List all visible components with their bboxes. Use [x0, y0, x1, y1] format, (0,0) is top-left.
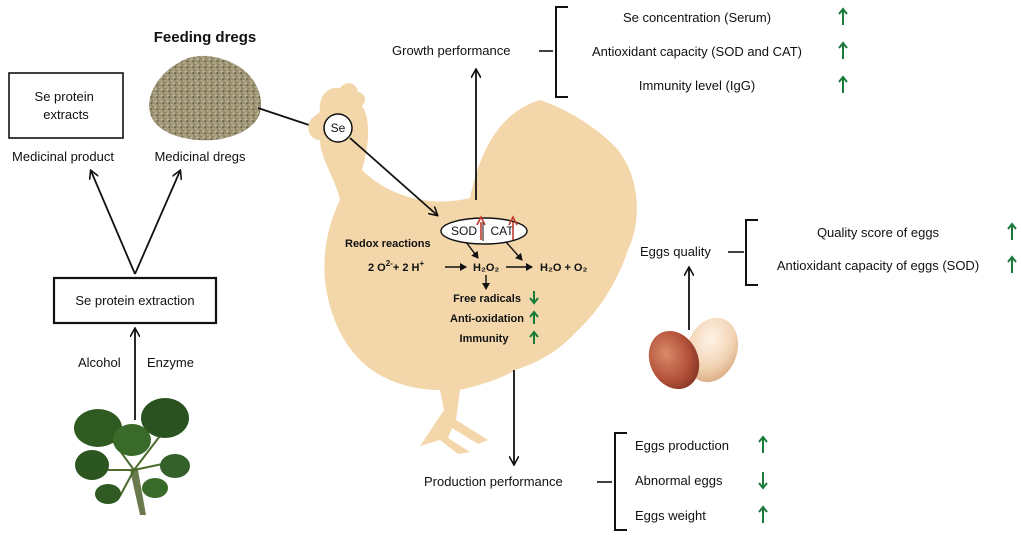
alcohol-label: Alcohol	[78, 355, 121, 370]
growth-items: Se concentration (Serum) Antioxidant capa…	[592, 7, 848, 93]
growth-up-arrow-icon	[838, 41, 848, 59]
growth-up-arrow-icon	[838, 75, 848, 93]
sod-cat-oval	[440, 217, 528, 245]
eggs-quality-up-arrow-icon	[1007, 255, 1017, 273]
h2o2-label: H₂O₂	[473, 262, 499, 274]
production-item-label: Eggs weight	[635, 508, 706, 523]
h2o-o2-label: H₂O + O₂	[540, 262, 587, 274]
eq-o2-charge: 2-	[386, 259, 393, 268]
hen-effect-down-arrow-icon	[529, 291, 539, 305]
growth-up-arrow-icon	[838, 7, 848, 25]
eggs-image	[648, 317, 739, 390]
hen-effect-arrows	[529, 291, 539, 344]
growth-performance-title: Growth performance	[392, 43, 511, 58]
redox-reactions-label: Redox reactions	[345, 238, 431, 250]
se-protein-extracts-label: Se protein extracts	[35, 89, 98, 122]
growth-bracket	[555, 6, 568, 98]
immunity-label: Immunity	[460, 333, 510, 345]
production-up-arrow-icon	[758, 505, 768, 523]
eggs-quality-item-label: Antioxidant capacity of eggs (SOD)	[777, 258, 979, 273]
redox-equation-left: 2 O2-+ 2 H+	[368, 259, 424, 274]
growth-item-label: Antioxidant capacity (SOD and CAT)	[592, 44, 802, 59]
growth-item-label: Se concentration (Serum)	[623, 10, 771, 25]
eggs-quality-bracket	[745, 219, 758, 286]
arrow-enzyme-to-h2o2	[465, 241, 479, 259]
production-performance-title: Production performance	[424, 474, 563, 489]
production-item-label: Abnormal eggs	[635, 473, 723, 488]
feeding-dregs-title: Feeding dregs	[154, 29, 257, 46]
sod-label: SOD	[451, 224, 477, 238]
enzyme-label: Enzyme	[147, 355, 194, 370]
eggs-quality-up-arrow-icon	[1007, 222, 1017, 240]
hen-silhouette	[308, 83, 637, 454]
cat-up-red-arrowhead	[508, 215, 518, 226]
production-item-label: Eggs production	[635, 438, 729, 453]
production-bracket	[614, 432, 627, 531]
plant-image	[74, 398, 190, 515]
se-circle	[323, 113, 353, 143]
production-up-arrow-icon	[758, 435, 768, 453]
eq-h-charge: +	[419, 259, 424, 268]
extracts-line-1: Se protein	[35, 89, 94, 104]
se-protein-extracts-box	[8, 72, 124, 139]
eq-h: + 2 H	[393, 262, 420, 274]
eggs-quality-title: Eggs quality	[640, 244, 711, 259]
se-circle-label: Se	[331, 121, 346, 135]
feeding-dregs-image	[149, 55, 262, 141]
sod-up-red-arrowhead	[476, 215, 486, 226]
arrow-se-to-enzymes	[349, 137, 437, 215]
free-radicals-label: Free radicals	[453, 293, 521, 305]
arrow-enzyme-to-products	[505, 241, 523, 261]
hen-effect-up-arrow-icon	[529, 330, 539, 344]
cat-label: CAT	[490, 224, 514, 238]
medicinal-product-label: Medicinal product	[12, 149, 114, 164]
extracts-line-2: extracts	[43, 107, 89, 122]
se-protein-extraction-box	[52, 276, 218, 325]
arrow-to-medicinal-product	[91, 171, 136, 275]
arrow-dregs-to-hen	[257, 107, 318, 128]
eq-o2: 2 O	[368, 262, 386, 274]
eggs-quality-item-label: Quality score of eggs	[817, 225, 940, 240]
growth-item-label: Immunity level (IgG)	[639, 78, 755, 93]
production-down-arrow-icon	[758, 472, 768, 490]
medicinal-dregs-label: Medicinal dregs	[154, 149, 246, 164]
hen-effect-up-arrow-icon	[529, 310, 539, 324]
anti-oxidation-label: Anti-oxidation	[450, 313, 524, 325]
se-protein-extraction-label: Se protein extraction	[75, 293, 194, 308]
arrow-to-medicinal-dregs	[134, 171, 180, 275]
